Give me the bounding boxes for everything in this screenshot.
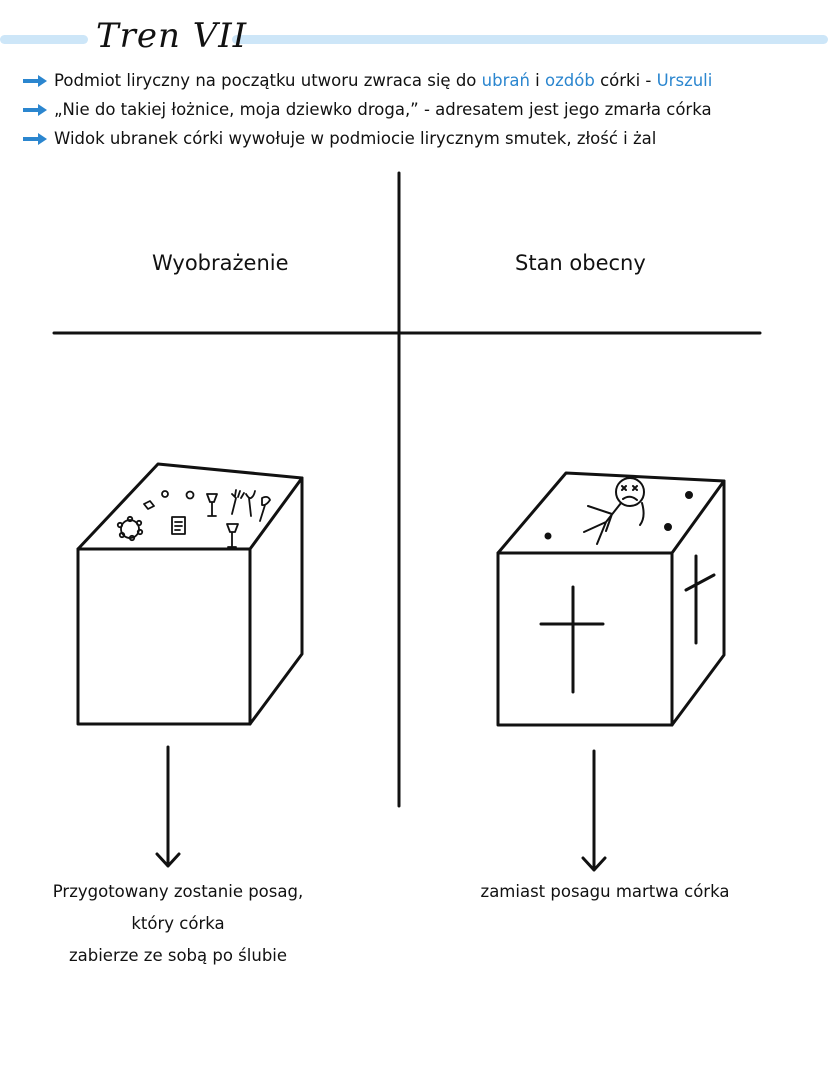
arrow-right-icon <box>23 132 47 145</box>
bullet-text: Widok ubranek córki wywołuje w podmiocie… <box>54 129 657 148</box>
bullet-item: Widok ubranek córki wywołuje w podmiocie… <box>22 124 822 153</box>
bullet-item: „Nie do takiej łożnice, moja dziewko dro… <box>22 95 822 124</box>
column-heading-right: Stan obecny <box>515 251 646 275</box>
page-title: Tren VII <box>96 16 248 56</box>
arrow-down-icon <box>581 749 607 872</box>
caption-right: zamiast posagu martwa córka <box>480 882 730 901</box>
arrow-right-icon <box>23 74 47 87</box>
title-bar-right <box>232 35 828 44</box>
dowry-items-icon <box>116 489 271 548</box>
arrow-right-icon <box>23 103 47 116</box>
column-heading-left: Wyobrażenie <box>152 251 289 275</box>
bullet-text: Podmiot liryczny na początku utworu zwra… <box>54 71 713 90</box>
bullet-text: „Nie do takiej łożnice, moja dziewko dro… <box>54 100 712 119</box>
dowry-chest-icon <box>76 462 304 726</box>
deceased-figure-icon <box>583 477 645 545</box>
caption-left: Przygotowany zostanie posag, który córka… <box>52 882 304 965</box>
bullet-item: Podmiot liryczny na początku utworu zwra… <box>22 66 822 95</box>
coffin-icon <box>496 471 726 727</box>
arrow-down-icon <box>155 745 181 868</box>
bullet-list: Podmiot liryczny na początku utworu zwra… <box>22 66 822 153</box>
title-bar-left <box>0 35 88 44</box>
